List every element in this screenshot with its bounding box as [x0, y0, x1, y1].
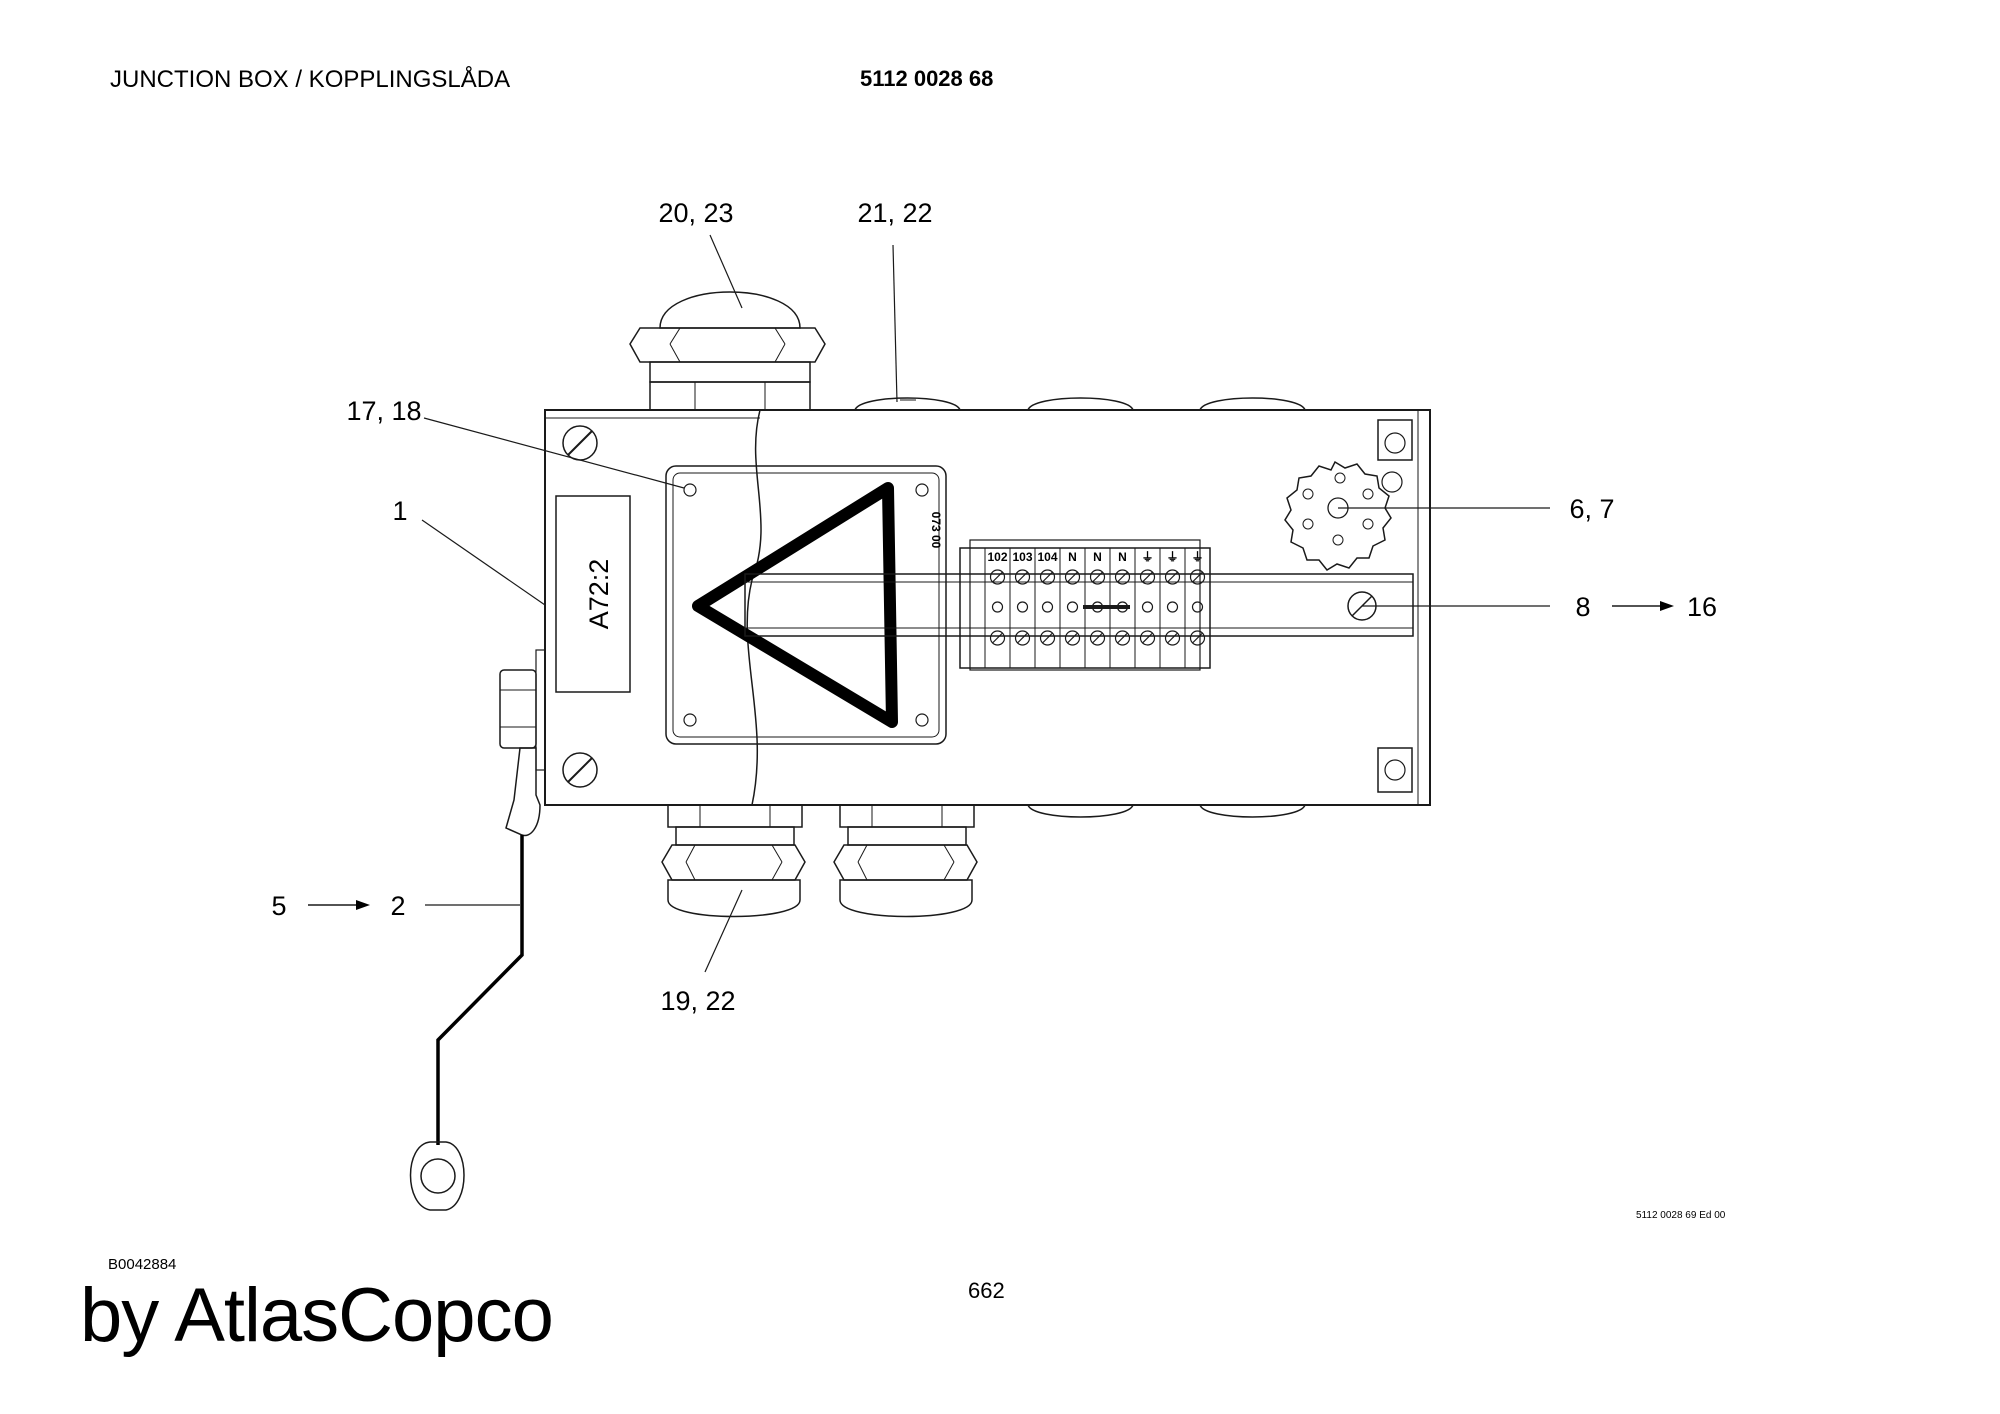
- callout-5: 5: [271, 891, 286, 921]
- cable-gland-bottom-left: [661, 804, 806, 918]
- terminal-label: N: [1093, 550, 1102, 564]
- cover-cutaway-edge: [746, 409, 762, 806]
- terminal-label: 104: [1037, 550, 1057, 564]
- terminal-label: 103: [1012, 550, 1032, 564]
- din-rail: [744, 573, 1414, 637]
- arrow-8-to-16: [1612, 601, 1674, 611]
- cover-text: 073 00: [929, 512, 943, 549]
- callout-2: 2: [390, 891, 405, 921]
- terminal-label: ⏚: [1141, 550, 1153, 564]
- terminal-4: [1059, 547, 1086, 669]
- terminal-label: ⏚: [1191, 550, 1203, 564]
- drawing-reference: 5112 0028 69 Ed 00: [1636, 1210, 1726, 1221]
- terminal-2: [1009, 547, 1036, 669]
- terminal-label: N: [1118, 550, 1127, 564]
- callout-8: 8: [1575, 592, 1590, 622]
- box-label: A72:2: [584, 559, 614, 630]
- terminal-8: [1159, 547, 1186, 669]
- warning-plate: [665, 465, 947, 745]
- terminal-1: [984, 547, 1011, 669]
- top-knockouts: [853, 397, 1307, 411]
- callout-16: 16: [1687, 592, 1717, 622]
- drawing-code: B0042884: [108, 1256, 177, 1273]
- corner-fixing-bottom: [1377, 747, 1413, 793]
- round-connector: [1284, 460, 1403, 571]
- document-title: JUNCTION BOX / KOPPLINGSLÅDA: [110, 66, 511, 93]
- terminal-9: [1184, 547, 1211, 669]
- cable-gland-bottom-right: [833, 804, 978, 918]
- callout-19-22: 19, 22: [660, 986, 735, 1016]
- part-number: 5112 0028 68: [860, 66, 994, 91]
- terminal-3: [1034, 547, 1061, 669]
- arrow-5-to-2: [308, 900, 370, 910]
- terminal-block: [959, 539, 1211, 671]
- label-plate: [555, 495, 631, 693]
- callout-6-7: 6, 7: [1569, 494, 1614, 524]
- earth-cable: [436, 835, 524, 1145]
- callout-20-23: 20, 23: [658, 198, 733, 228]
- cover-screw-bottom: [562, 752, 598, 788]
- bottom-knockouts: [1026, 804, 1307, 818]
- callout-17-18: 17, 18: [346, 396, 421, 426]
- brand-text: by AtlasCopco: [80, 1273, 554, 1358]
- cable-gland-top: [629, 291, 826, 411]
- callout-1: 1: [392, 496, 407, 526]
- terminal-label: N: [1068, 550, 1077, 564]
- enclosure-body: [544, 409, 1431, 806]
- corner-fixing-top: [1377, 419, 1413, 461]
- terminal-label: 102: [987, 550, 1007, 564]
- warning-triangle: [692, 482, 898, 728]
- terminal-7: [1134, 547, 1161, 669]
- ring-terminal: [409, 1141, 465, 1211]
- cover-screw-top: [562, 425, 598, 461]
- page-number: 662: [968, 1278, 1005, 1303]
- earth-bolt: [499, 649, 546, 837]
- callout-21-22: 21, 22: [857, 198, 932, 228]
- terminal-label: ⏚: [1166, 550, 1178, 564]
